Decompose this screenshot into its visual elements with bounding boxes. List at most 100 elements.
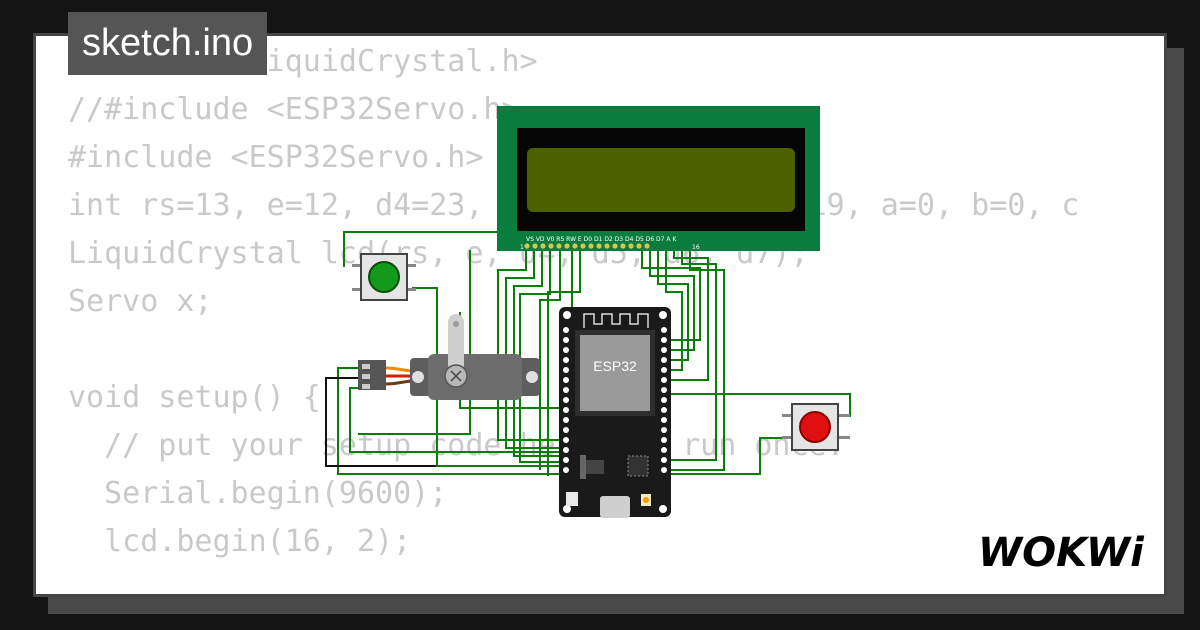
lcd-pin — [636, 243, 642, 249]
lcd-pin — [572, 243, 578, 249]
servo-mount-hole — [526, 371, 538, 383]
board-pin — [563, 427, 569, 433]
board-pin — [563, 357, 569, 363]
lcd-pin — [620, 243, 626, 249]
board-pin — [661, 457, 667, 463]
board-pin — [661, 407, 667, 413]
wokwi-logo[interactable]: WOKWi — [976, 524, 1152, 580]
lcd-pin-labels: VS VD V0 RS RW E D0 D1 D2 D3 D4 D5 D6 D7… — [526, 236, 677, 243]
code-line: Serial.begin(9600); — [68, 476, 448, 511]
code-line: Servo x; — [68, 284, 213, 319]
board-pin — [661, 447, 667, 453]
regulator-tab — [580, 455, 586, 479]
board-pin — [563, 447, 569, 453]
lcd-pin-first: 1 — [520, 244, 524, 251]
chip-label: ESP32 — [593, 358, 637, 374]
mount-hole — [563, 311, 571, 319]
board-pin — [661, 357, 667, 363]
button-leg — [406, 288, 416, 291]
board-pin — [563, 437, 569, 443]
led-dot — [643, 497, 649, 503]
button-leg — [782, 414, 792, 417]
button-cap[interactable] — [799, 411, 831, 443]
board-pin — [563, 417, 569, 423]
lcd-pin — [596, 243, 602, 249]
board-pin — [661, 437, 667, 443]
button-leg — [352, 288, 362, 291]
board-pin — [661, 337, 667, 343]
servo-horn[interactable] — [448, 314, 464, 372]
file-title-tab[interactable]: sketch.ino — [68, 12, 268, 75]
antenna-trace — [583, 313, 649, 328]
board-pin — [563, 387, 569, 393]
button-cap[interactable] — [368, 261, 400, 293]
button-leg — [406, 264, 416, 267]
lcd-pin — [564, 243, 570, 249]
voltage-regulator — [586, 460, 604, 474]
servo-pin — [362, 374, 370, 379]
button-leg — [782, 436, 792, 439]
board-pin — [563, 457, 569, 463]
board-pin — [563, 397, 569, 403]
board-pin — [661, 327, 667, 333]
boot-button[interactable] — [566, 492, 578, 506]
servo-mount-hole — [412, 371, 424, 383]
lcd-pin-last: 16 — [692, 244, 700, 251]
lcd-pin — [540, 243, 546, 249]
board-pin — [563, 407, 569, 413]
code-line: //#include <ESP32Servo.h> — [68, 92, 520, 127]
lcd-pin — [548, 243, 554, 249]
code-line: #include <ESP32Servo.h> — [68, 140, 484, 175]
lcd-pin — [628, 243, 634, 249]
board-pin — [563, 347, 569, 353]
esp32-board[interactable]: ESP32 — [559, 307, 671, 518]
mount-hole — [563, 505, 571, 513]
servo-pin — [362, 364, 370, 369]
lcd-pin — [532, 243, 538, 249]
board-pin — [661, 367, 667, 373]
code-line: lcd.begin(16, 2); — [68, 524, 412, 559]
lcd-pin — [612, 243, 618, 249]
green-pushbutton[interactable] — [352, 253, 416, 301]
mount-hole — [659, 311, 667, 319]
esp32-chip — [580, 335, 650, 411]
lcd-pin — [556, 243, 562, 249]
mount-hole — [659, 505, 667, 513]
usb-port[interactable] — [600, 496, 630, 518]
lcd-screen — [527, 148, 795, 212]
servo-shaft-cross — [450, 370, 462, 382]
right-pin-header — [661, 327, 667, 473]
servo-pin — [362, 384, 370, 389]
lcd-pin-row — [524, 243, 650, 249]
board-pin — [563, 377, 569, 383]
board-pin — [661, 427, 667, 433]
lcd-pin — [580, 243, 586, 249]
board-pin — [661, 387, 667, 393]
board-pin — [661, 397, 667, 403]
lcd-pin — [644, 243, 650, 249]
board-pin — [661, 347, 667, 353]
lcd-pin — [524, 243, 530, 249]
servo-motor[interactable] — [358, 314, 540, 400]
servo-body — [428, 354, 522, 400]
board-pin — [661, 377, 667, 383]
red-pushbutton[interactable] — [782, 403, 850, 451]
button-leg — [352, 264, 362, 267]
left-pin-header — [563, 327, 569, 473]
logo-text: WOKWi — [978, 530, 1145, 576]
code-line: void setup() { — [68, 380, 321, 415]
board-pin — [563, 467, 569, 473]
lcd-pin — [588, 243, 594, 249]
button-leg — [838, 436, 850, 439]
button-leg — [838, 414, 850, 417]
board-pin — [563, 337, 569, 343]
lcd-pin — [604, 243, 610, 249]
board-pin — [563, 367, 569, 373]
lcd-display[interactable]: VS VD V0 RS RW E D0 D1 D2 D3 D4 D5 D6 D7… — [497, 106, 820, 251]
usb-uart-chip — [627, 455, 649, 477]
board-pin — [661, 417, 667, 423]
board-pin — [563, 327, 569, 333]
board-pin — [661, 467, 667, 473]
servo-horn-hole — [453, 321, 459, 327]
